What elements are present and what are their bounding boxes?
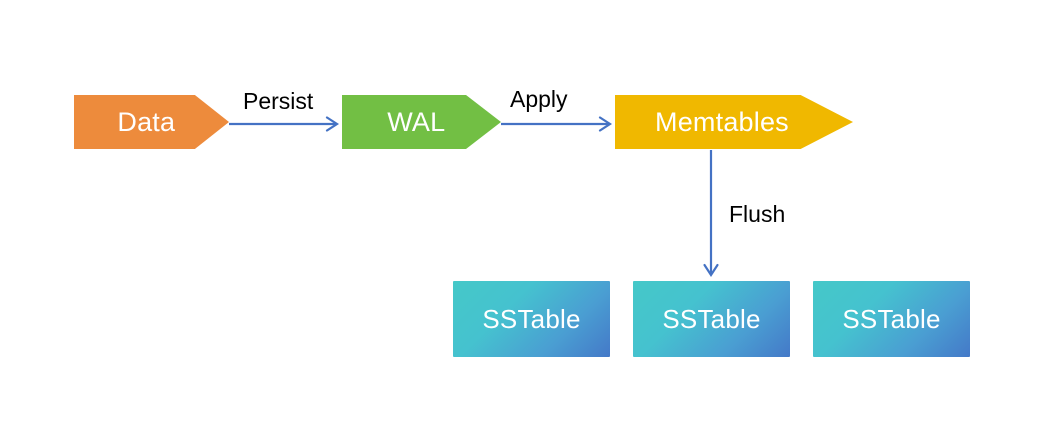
node-data[interactable]: Data [74, 95, 229, 149]
edge-persist [229, 116, 340, 132]
node-sstable-2-label: SSTable [662, 304, 761, 334]
node-sstable-3[interactable]: SSTable [813, 281, 970, 357]
node-memtables-label: Memtables [655, 106, 789, 137]
node-sstable-2[interactable]: SSTable [633, 281, 790, 357]
node-sstable-3-label: SSTable [842, 304, 941, 334]
node-sstable-1[interactable]: SSTable [453, 281, 610, 357]
edge-apply-arrowhead-icon [598, 116, 613, 132]
node-data-label: Data [117, 106, 176, 137]
edge-label-apply: Apply [510, 86, 568, 112]
edge-persist-arrowhead-icon [325, 116, 340, 132]
edge-label-flush: Flush [729, 201, 786, 227]
node-wal-label: WAL [387, 106, 446, 137]
node-sstable-1-label: SSTable [482, 304, 581, 334]
edge-flush-arrowhead-icon [703, 263, 719, 278]
edge-flush [703, 150, 719, 278]
edge-label-persist: Persist [243, 88, 314, 114]
node-wal[interactable]: WAL [342, 95, 501, 149]
edge-apply [501, 116, 613, 132]
node-memtables[interactable]: Memtables [615, 95, 853, 149]
